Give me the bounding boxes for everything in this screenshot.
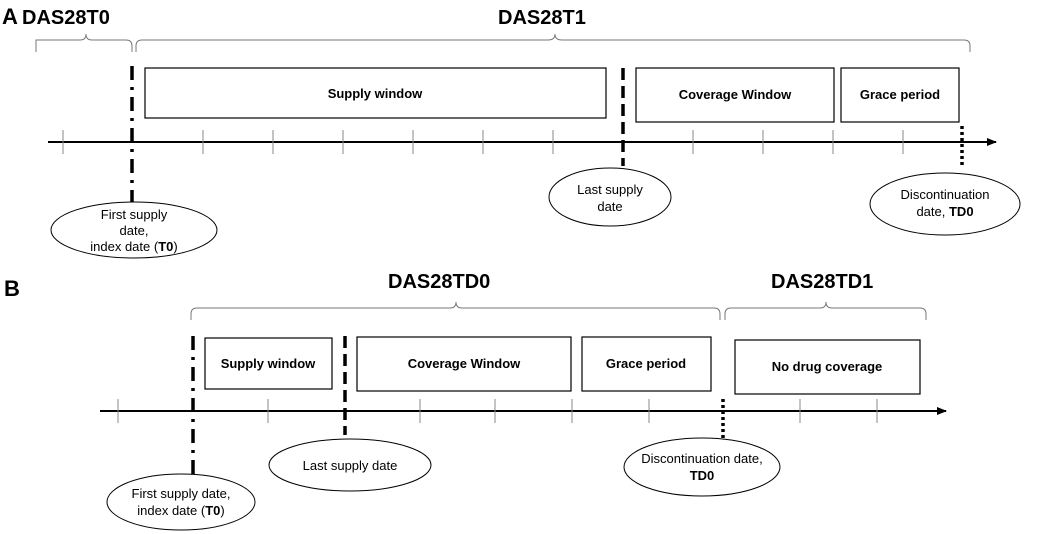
supply-window-box-b (204, 337, 333, 390)
grace-period-label: Grace period (860, 87, 940, 102)
period-label-das28t1: DAS28T1 (498, 7, 586, 29)
first-supply-text-line3: index date (T0) (90, 239, 177, 254)
discontinuation-text-line1: Discontinuation (901, 187, 990, 202)
supply-window-label: Supply window (328, 86, 423, 101)
grace-period-label-b: Grace period (606, 356, 686, 371)
period-label-das28td1: DAS28TD1 (771, 271, 873, 293)
last-supply-b-text-line1: Last supply date (303, 458, 398, 473)
no-drug-coverage-label: No drug coverage (772, 359, 883, 374)
discontinuation-ellipse-b (623, 437, 781, 497)
discontinuation-ellipse-a (869, 172, 1021, 236)
supply-window-label-b: Supply window (221, 356, 316, 371)
brace-das28t1 (135, 33, 971, 52)
discontinuation-b-text-line2: TD0 (690, 468, 715, 483)
brace-das28td0 (190, 301, 721, 320)
discontinuation-text-line2: date, TD0 (916, 204, 973, 219)
panel-a-letter: A (2, 4, 18, 29)
supply-window-box (144, 67, 607, 119)
last-supply-ellipse-a (548, 167, 672, 227)
no-drug-coverage-box (734, 339, 921, 395)
last-supply-ellipse-b (268, 438, 432, 492)
first-supply-text-line2: date, (120, 223, 149, 238)
coverage-window-box (635, 67, 835, 123)
timeline-ticks-a (62, 130, 904, 154)
coverage-window-label-b: Coverage Window (408, 356, 521, 371)
grace-period-box-b (581, 336, 712, 392)
coverage-window-box-b (356, 336, 572, 392)
first-supply-ellipse-b (106, 473, 256, 531)
panel-a: A DAS28T0 DAS28T1 Supply window Coverage… (2, 4, 1021, 259)
last-supply-text-line2: date (597, 199, 622, 214)
first-supply-b-text-line1: First supply date, (132, 486, 231, 501)
coverage-window-label: Coverage Window (679, 87, 792, 102)
first-supply-text-line1: First supply (101, 207, 168, 222)
panel-b-letter: B (4, 276, 20, 301)
timeline-ticks-b (117, 399, 878, 423)
first-supply-b-text-line2: index date (T0) (137, 503, 224, 518)
brace-das28t0 (35, 33, 133, 52)
panel-b: B DAS28TD0 DAS28TD1 Supply window Covera… (4, 271, 947, 531)
brace-das28td1 (724, 301, 927, 320)
discontinuation-b-text-line1: Discontinuation date, (641, 451, 762, 466)
grace-period-box (840, 67, 960, 123)
period-label-das28t0: DAS28T0 (22, 7, 110, 29)
first-supply-ellipse-a (50, 201, 218, 259)
last-supply-text-line1: Last supply (577, 182, 643, 197)
period-label-das28td0: DAS28TD0 (388, 271, 490, 293)
